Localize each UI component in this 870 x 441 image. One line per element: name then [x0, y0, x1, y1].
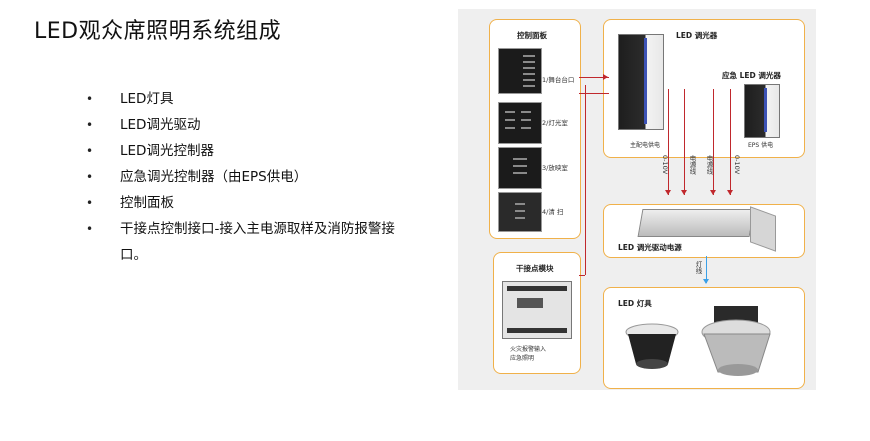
component-list: LED灯具 LED调光驱动 LED调光控制器 应急调光控制器（由EPS供电） 控…: [86, 86, 416, 268]
led-dimmer-title: LED 调光器: [676, 31, 718, 40]
control-panel-1: [498, 48, 542, 94]
driver-title: LED 调光驱动电源: [618, 243, 682, 252]
dry-contact-box: 干接点模块 火灾报警输入 应急照明: [493, 252, 581, 374]
control-panel-3: [498, 147, 542, 189]
lamp-line-label: 灯线: [694, 261, 702, 274]
fixture-title: LED 灯具: [618, 299, 652, 308]
downlight-icon: [625, 323, 679, 369]
dry-contact-title: 干接点模块: [516, 264, 554, 273]
dry-contact-note: 火灾报警输入 应急照明: [510, 346, 547, 362]
system-diagram: 控制面板 1/舞台台口 2/灯光室 3/放映室: [458, 9, 816, 390]
driver-unit: [637, 209, 755, 237]
list-item: 控制面板: [86, 190, 416, 216]
dry-contact-module: [502, 281, 572, 339]
control-panel-label: 1/舞台台口: [542, 76, 575, 84]
list-item: LED调光驱动: [86, 112, 416, 138]
slide-title: LED观众席照明系统组成: [34, 19, 282, 44]
emergency-dimmer-title: 应急 LED 调光器: [722, 71, 781, 80]
spotlight-icon: [701, 306, 771, 376]
list-item: LED调光控制器: [86, 138, 416, 164]
signal-label: 0-10V: [661, 155, 669, 175]
emergency-dimmer-unit: [744, 84, 780, 138]
control-panel-box: 控制面板 1/舞台台口 2/灯光室 3/放映室: [489, 19, 581, 239]
control-panel-label: 4/清 扫: [542, 208, 564, 216]
control-panel-label: 2/灯光室: [542, 119, 568, 127]
main-power-label: 主配电供电: [630, 142, 661, 149]
signal-label: 电源线: [688, 155, 696, 175]
signal-label: 电源线: [705, 155, 713, 175]
list-item: 应急调光控制器（由EPS供电）: [86, 164, 416, 190]
signal-label: 0-10V: [733, 155, 741, 175]
list-item: LED灯具: [86, 86, 416, 112]
control-panel-4: [498, 192, 542, 232]
control-panel-label: 3/放映室: [542, 164, 568, 172]
fixture-box: LED 灯具: [603, 287, 805, 389]
driver-bracket: [750, 206, 776, 252]
dimmer-box: LED 调光器 主配电供电 应急 LED 调光器 EPS 供电: [603, 19, 805, 158]
led-dimmer-unit: [618, 34, 664, 130]
driver-box: LED 调光驱动电源: [603, 204, 805, 258]
list-item: 干接点控制接口-接入主电源取样及消防报警接口。: [86, 216, 416, 268]
eps-power-label: EPS 供电: [748, 142, 774, 149]
control-panel-title: 控制面板: [517, 31, 547, 40]
control-panel-2: [498, 102, 542, 144]
